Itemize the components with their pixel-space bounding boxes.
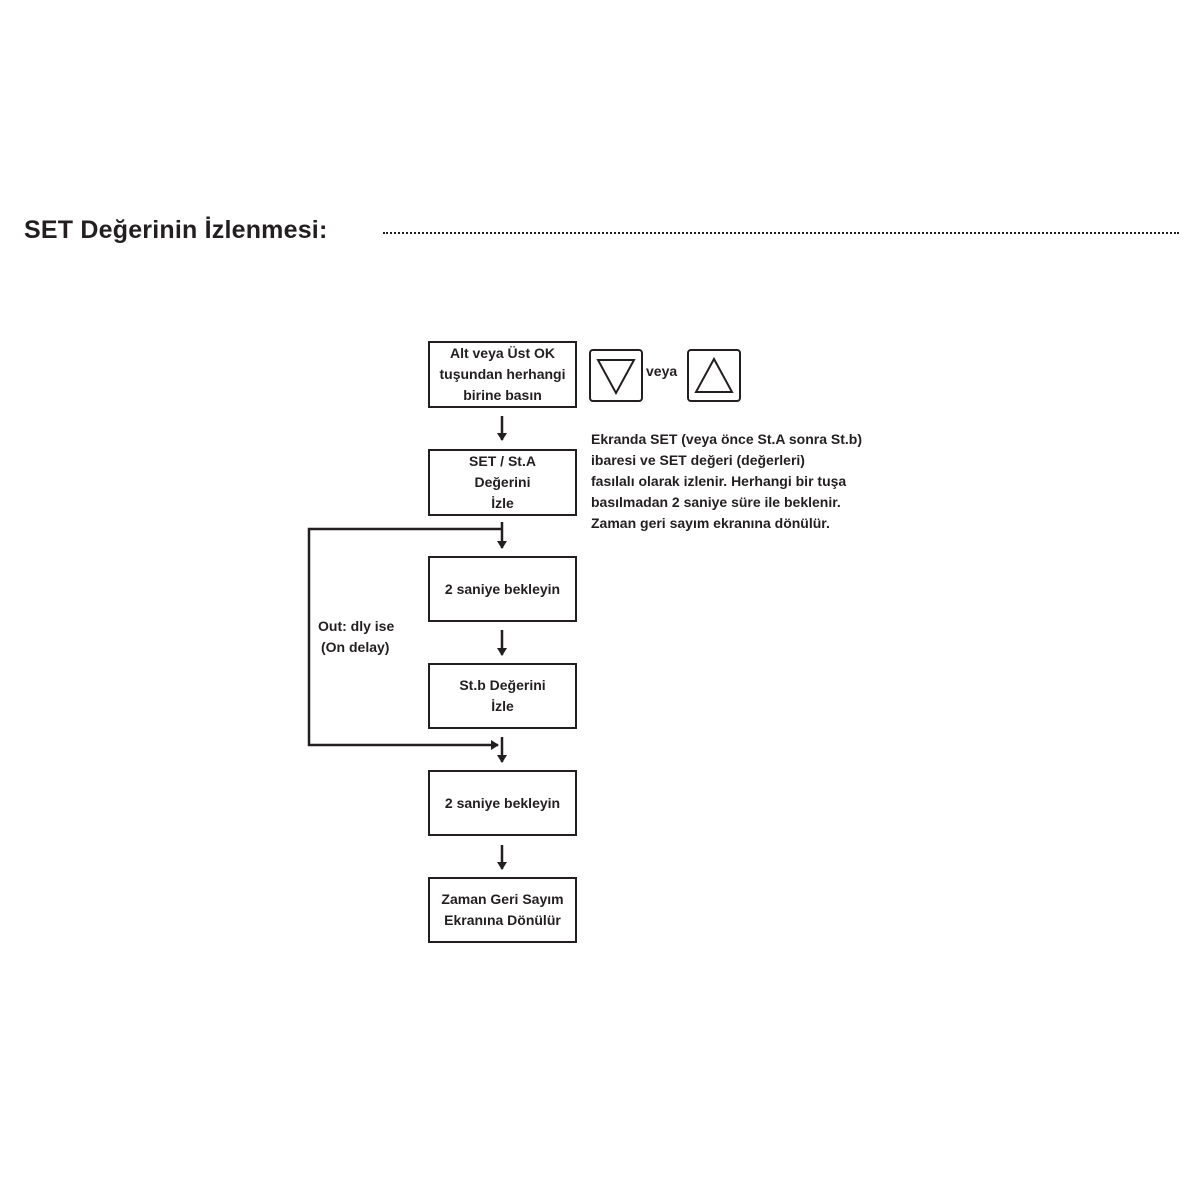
step-wait-2: 2 saniye bekleyin xyxy=(428,770,577,836)
loop-label-line: Out: dly ise xyxy=(318,618,395,634)
step-watch-set-sta: SET / St.A Değerini İzle xyxy=(428,449,577,516)
loop-label-line: (On delay) xyxy=(321,639,390,655)
step-wait-1: 2 saniye bekleyin xyxy=(428,556,577,622)
step-return: Zaman Geri Sayım Ekranına Dönülür xyxy=(428,877,577,943)
note-line: fasılalı olarak izlenir. Herhangi bir tu… xyxy=(591,473,847,489)
step-press-key: Alt veya Üst OK tuşundan herhangi birine… xyxy=(428,341,577,408)
step-watch-stb: St.b Değerini İzle xyxy=(428,663,577,729)
loop-bypass-line xyxy=(307,527,502,750)
note-line: ibaresi ve SET değeri (değerleri) xyxy=(591,452,805,468)
section-title: SET Değerinin İzlenmesi: xyxy=(24,216,328,244)
note-line: basılmadan 2 saniye süre ile beklenir. xyxy=(591,494,841,510)
note-line: Ekranda SET (veya önce St.A sonra St.b) xyxy=(591,431,863,447)
note-line: Zaman geri sayım ekranına dönülür. xyxy=(591,515,830,531)
or-label: veya xyxy=(646,363,678,379)
up-arrow-key-icon xyxy=(687,349,741,402)
loop-condition-label: Out: dly ise (On delay) xyxy=(318,616,394,658)
dotted-leader xyxy=(383,232,1179,234)
description-note: Ekranda SET (veya önce St.A sonra St.b) … xyxy=(591,429,862,534)
down-arrow-key-icon xyxy=(589,349,643,402)
